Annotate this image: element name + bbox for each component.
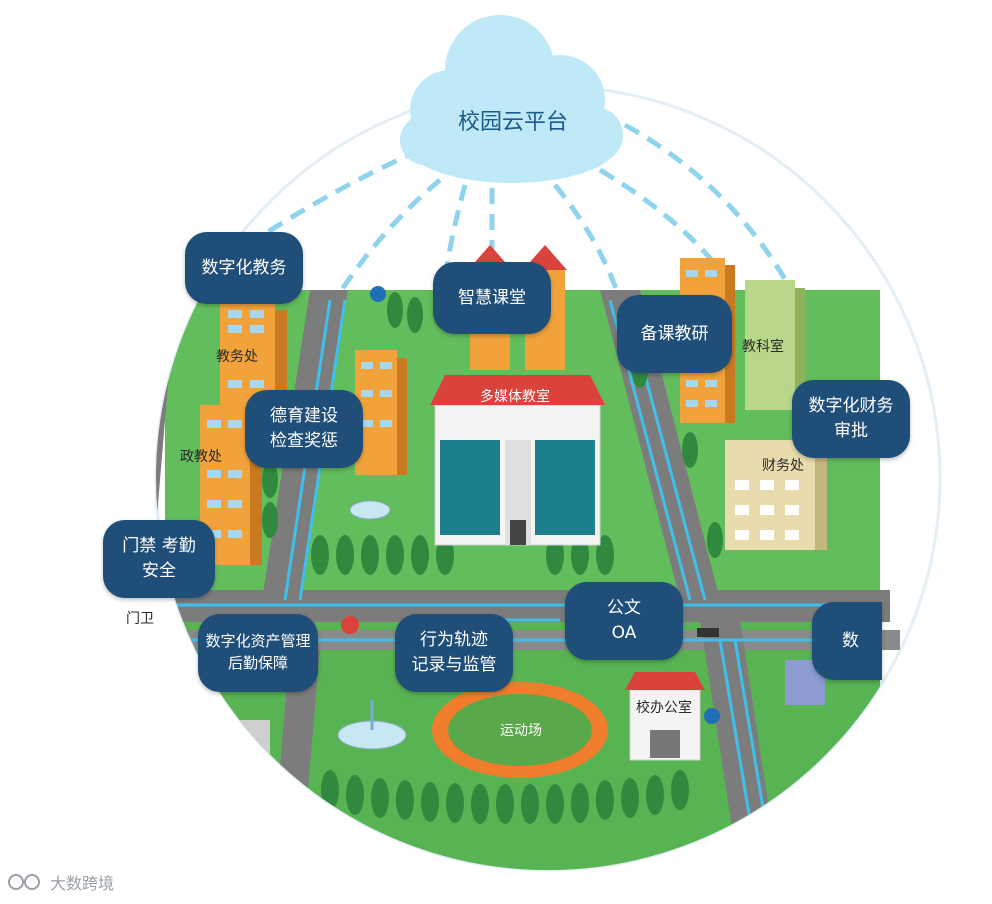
cloud-icon [400,15,623,183]
label-teaching-research: 教科室 [742,336,784,356]
label-political-office: 政教处 [180,446,222,466]
label-gate: 门卫 [126,608,154,628]
label-finance-office: 财务处 [762,455,804,475]
tag-digital-finance[interactable]: 数字化财务 审批 [792,380,910,458]
tag-line: OA [612,621,637,646]
label-principal-office: 校办公室 [636,697,692,717]
tag-line: 备课教研 [641,322,709,347]
tag-line: 行为轨迹 [420,628,488,653]
watermark-logo-icon [8,872,44,892]
cloud-platform-label: 校园云平台 [408,104,618,136]
tag-line: 公文 [607,596,641,621]
tag-digital-assets[interactable]: 数字化资产管理 后勤保障 [198,614,318,692]
tag-document-oa[interactable]: 公文 OA [565,582,683,660]
tag-smart-classroom[interactable]: 智慧课堂 [433,262,551,334]
tag-line: 数字化资产管理 [205,631,310,653]
stop-sign-icon [341,616,359,634]
tag-line: 检查奖惩 [270,429,338,454]
label-academic-affairs: 教务处 [216,346,258,366]
tag-line: 审批 [834,419,868,444]
tag-line: 数 [842,629,859,654]
watermark-text: 大数跨境 [50,870,114,894]
label-multimedia: 多媒体教室 [480,386,550,406]
fountain-upper [350,501,390,519]
tag-lesson-prep[interactable]: 备课教研 [617,295,732,373]
tag-line: 数字化教务 [202,256,287,281]
watermark: 大数跨境 [8,870,114,894]
tag-digital-partial[interactable]: 数 [812,602,882,680]
tag-line: 后勤保障 [228,653,288,675]
tag-line: 智慧课堂 [458,286,526,311]
tag-line: 记录与监管 [412,653,497,678]
tag-line: 德育建设 [270,404,338,429]
tag-line: 安全 [142,559,176,584]
tag-line: 数字化财务 [809,394,894,419]
tag-behavior-tracking[interactable]: 行为轨迹 记录与监管 [395,614,513,692]
label-sports-field: 运动场 [500,720,542,740]
tag-digital-academic[interactable]: 数字化教务 [185,232,303,304]
tag-moral-education[interactable]: 德育建设 检查奖惩 [245,390,363,468]
tag-line: 门禁 考勤 [122,534,195,559]
traffic-light-icon [697,628,719,637]
tag-access-attendance[interactable]: 门禁 考勤 安全 [103,520,215,598]
